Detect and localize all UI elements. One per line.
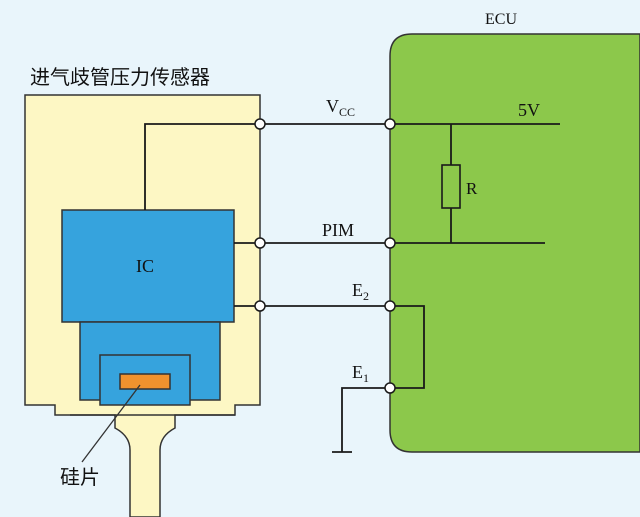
ecu-terminal-e1: [384, 382, 396, 394]
pim-label: PIM: [322, 220, 354, 240]
e2-label: E2: [352, 280, 369, 303]
e2-e1-link: [390, 305, 425, 389]
resistor-label: R: [466, 179, 478, 198]
silicon-chip: [119, 373, 171, 390]
sensor-terminal-pim: [254, 237, 266, 249]
sensor-label: 进气歧管压力传感器: [30, 65, 210, 89]
ecu-terminal-e2: [384, 300, 396, 312]
sensor-terminal-e2: [254, 300, 266, 312]
ecu-terminal-vcc: [384, 118, 396, 130]
vcc-wire: [144, 123, 560, 210]
silicon-leader: [81, 384, 141, 463]
sensor-terminal-vcc: [254, 118, 266, 130]
e1-ground-wire: [341, 387, 390, 452]
ecu-label: ECU: [485, 11, 517, 28]
resistor: [441, 164, 461, 209]
supply-label: 5V: [518, 100, 540, 120]
ic-block: [61, 209, 235, 323]
ic-label: IC: [136, 256, 154, 276]
silicon-label: 硅片: [60, 465, 100, 489]
vcc-label: VCC: [326, 96, 355, 119]
e1-label: E1: [352, 362, 369, 385]
ecu-terminal-pim: [384, 237, 396, 249]
